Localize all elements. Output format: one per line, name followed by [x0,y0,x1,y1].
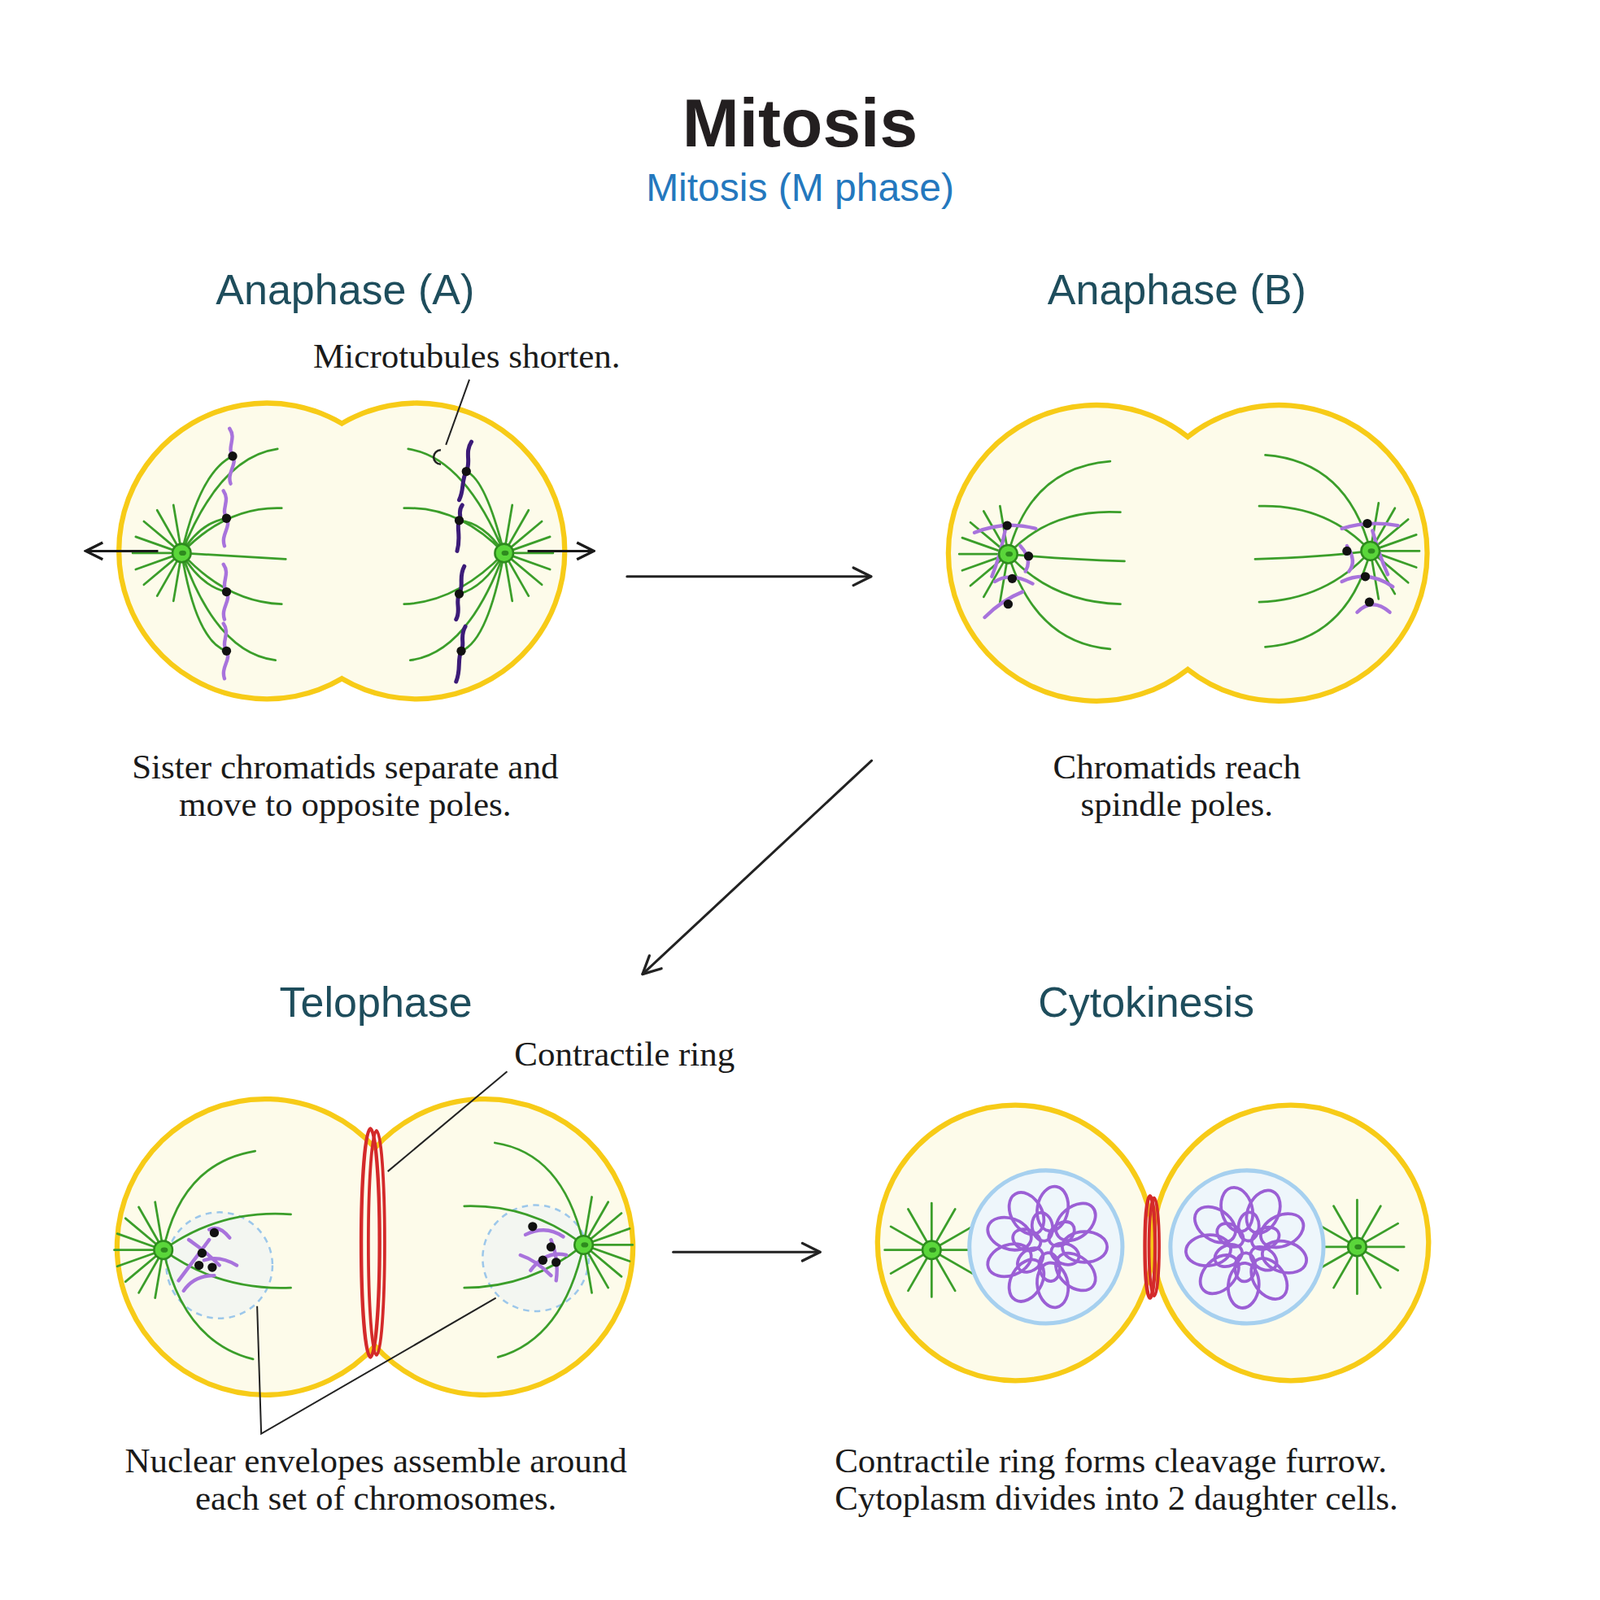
stage-arrow [627,575,872,578]
daughter-cell [877,1105,1154,1382]
chromatid [1342,523,1399,613]
kinetochore [1002,520,1012,530]
kinetochore [222,646,232,656]
kinetochore [194,1260,204,1270]
chromatid [974,525,1036,618]
kinetochore [197,1248,207,1258]
phase-stage: CytokinesisContractile ring forms cleava… [826,978,1466,1518]
nuclear-envelope [482,1205,589,1312]
kinetochore [538,1255,548,1265]
label-block: Microtubules shorten. [313,337,620,375]
spindle-fiber [163,1150,292,1360]
kinetochore [1360,571,1370,581]
stage-arrow [673,1251,820,1254]
kinetochore [454,588,464,598]
leader-line [388,1071,508,1172]
phase-caption: Contractile ring forms cleavage furrow. … [834,1442,1453,1518]
kinetochore [1342,546,1352,556]
kinetochore [1362,518,1372,528]
kinetochore [527,1221,537,1231]
spindle-fiber [1007,461,1125,650]
subtitle: Mitosis (M phase) [645,165,955,210]
kinetochore [207,1262,217,1272]
spindle-fiber [464,1142,585,1357]
kinetochore [222,587,232,597]
phase-stage: Anaphase (B) Chromatids reach spindle pol… [877,265,1477,823]
kinetochore [1024,551,1034,561]
illustration-space [87,1027,666,1443]
kinetochore [1003,599,1013,609]
illustration-space [71,314,620,748]
centrosome [172,544,192,563]
phase-caption: Nuclear envelopes assemble around each s… [109,1442,643,1518]
title-block: Mitosis [682,83,918,163]
diagram-title: Mitosis [682,83,918,163]
centrosome [494,544,514,563]
chromatid [456,441,472,682]
centrosome [998,544,1018,564]
callout-label: Contractile ring [514,1035,735,1073]
phase-heading: Anaphase (A) [71,265,620,315]
phase-heading: Telophase [87,978,666,1028]
chromatin [983,1184,1108,1311]
phase-caption: Sister chromatids separate and move to o… [111,748,580,824]
spindle-fiber [181,449,286,661]
cell-membrane [118,403,565,700]
chromosome [520,1229,567,1281]
pole-arrow [85,549,158,553]
label-block: Contractile ring [514,1035,735,1073]
kinetochore [209,1228,219,1238]
phase-heading: Cytokinesis [826,978,1466,1028]
kinetochore [222,514,232,524]
illustration-space [826,1027,1466,1443]
shortening-hook [433,449,441,465]
aster [885,1203,979,1297]
centrosome [1360,541,1380,561]
anaphase-b-cell [948,405,1428,702]
label-block: Mitosis (M phase) [645,165,955,210]
phase-caption: Chromatids reach spindle poles. [1026,748,1328,824]
kinetochore [456,646,466,656]
nucleus [969,1170,1123,1324]
anaphase-a-cell [85,379,594,700]
pole-arrow [527,549,595,553]
kinetochore [1007,574,1017,584]
kinetochores [194,1221,561,1272]
kinetochore [546,1242,556,1252]
callout-label: Microtubules shorten. [313,337,620,375]
daughter-cell [1153,1105,1430,1382]
leader-line [257,1298,497,1435]
illustration-space [877,314,1477,748]
phase-heading: Anaphase (B) [877,265,1477,315]
nucleus [1170,1170,1324,1324]
telophase-cell [114,1071,634,1434]
spindle-fiber [1255,454,1371,647]
stage-arrow [642,760,872,974]
kinetochore [227,451,237,461]
kinetochore [551,1257,561,1267]
kinetochores [1002,518,1375,609]
contractile-ring [368,1130,385,1356]
centrosome [922,1240,942,1260]
chromatin [1169,1169,1322,1324]
kinetochores [222,451,471,656]
kinetochore [462,466,471,476]
kinetochore [454,515,464,525]
chromosome [178,1228,238,1291]
cytokinesis-cells [877,1105,1429,1382]
centrosome [574,1235,593,1255]
cell-membrane [117,1098,633,1396]
kinetochore [1364,597,1374,606]
centrosome [1347,1238,1367,1257]
contractile-ring [1149,1198,1160,1296]
spindle-fiber [404,449,505,661]
chromatid [223,428,235,679]
centrosome [153,1240,173,1260]
leader-line [445,379,470,445]
cell-membrane [948,405,1428,702]
